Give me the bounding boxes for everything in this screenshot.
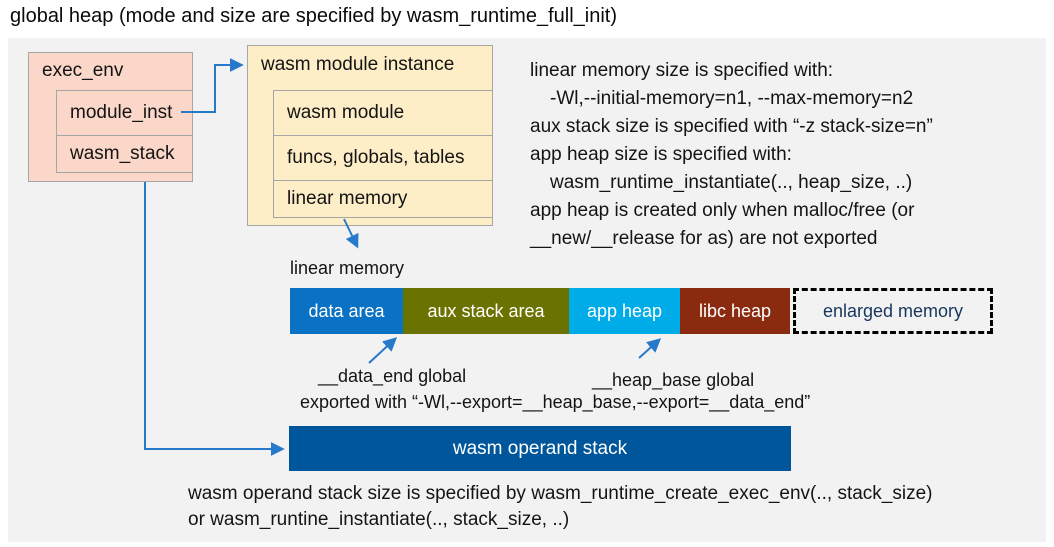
- annotation-heap-base: __heap_base global: [592, 370, 755, 390]
- field-linear-memory: linear memory: [273, 180, 493, 218]
- field-module-inst: module_inst: [56, 90, 193, 136]
- segment-libc-heap: libc heap: [680, 288, 790, 334]
- field-funcs-globals-tables: funcs, globals, tables: [273, 135, 493, 181]
- module-instance-label: wasm module instance: [261, 54, 455, 75]
- note-line: __new/__release for as) are not exported: [530, 228, 878, 249]
- note-line: linear memory size is specified with:: [530, 60, 834, 81]
- note-line: -Wl,--initial-memory=n1, --max-memory=n2: [550, 88, 914, 109]
- field-wasm-stack: wasm_stack: [56, 135, 193, 173]
- note-line: app heap is created only when malloc/fre…: [530, 200, 915, 221]
- exec-env-label: exec_env: [42, 60, 124, 81]
- operand-stack-bar: wasm operand stack: [289, 426, 791, 471]
- note-line: app heap size is specified with:: [530, 144, 792, 165]
- note-line: wasm_runtime_instantiate(.., heap_size, …: [550, 172, 913, 193]
- segment-enlarged-memory: enlarged memory: [793, 288, 993, 334]
- annotation-exported: exported with “-Wl,--export=__heap_base,…: [300, 392, 811, 412]
- notes-right: linear memory size is specified with: -W…: [530, 57, 933, 253]
- linear-memory-label: linear memory: [290, 258, 405, 278]
- operand-stack-note: wasm operand stack size is specified by …: [188, 481, 933, 533]
- note-line: aux stack size is specified with “-z sta…: [530, 116, 933, 137]
- note-line: wasm operand stack size is specified by …: [188, 483, 933, 504]
- diagram-title: global heap (mode and size are specified…: [10, 5, 617, 27]
- field-wasm-module: wasm module: [273, 90, 493, 136]
- segment-app-heap: app heap: [569, 288, 680, 334]
- annotation-data-end: __data_end global: [318, 366, 467, 386]
- segment-aux-stack-area: aux stack area: [403, 288, 569, 334]
- segment-data-area: data area: [290, 288, 403, 334]
- note-line: or wasm_runtine_instantiate(.., stack_si…: [188, 509, 570, 530]
